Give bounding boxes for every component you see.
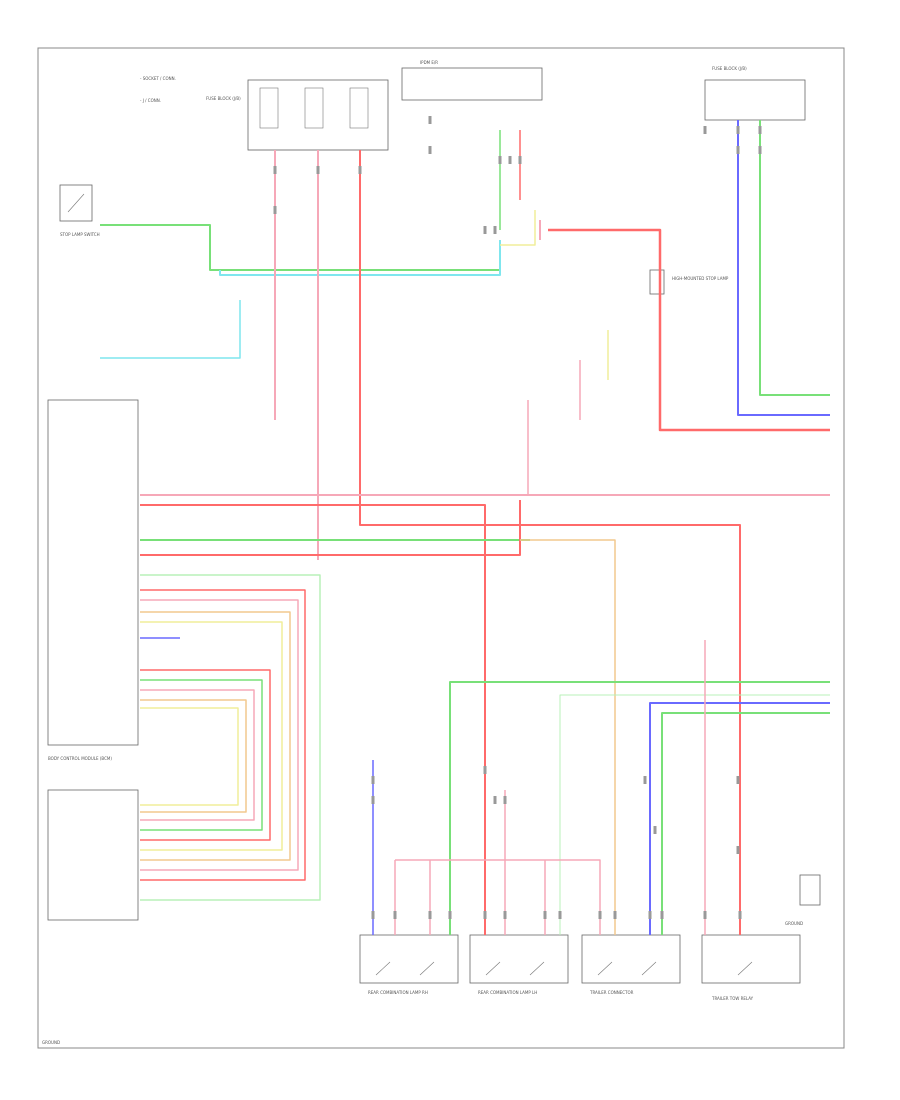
- connector-tick-1: [273, 206, 277, 214]
- wire-layer: [100, 120, 830, 935]
- connector-tick-15: [493, 226, 497, 234]
- fuse-top-right-label: FUSE BLOCK (J/B): [712, 66, 747, 71]
- wire-pink-18: [140, 599, 299, 871]
- connector-tick-26: [393, 911, 397, 919]
- trailer-connector-a-label: TRAILER CONNECTOR: [589, 990, 634, 995]
- connector-tick-38: [738, 911, 742, 919]
- trailer-tow-relay: TRAILER TOW RELAY: [701, 934, 801, 1001]
- connector-tick-14: [483, 226, 487, 234]
- ground-footer-label: GROUND: [42, 1040, 60, 1045]
- ground-right-label: GROUND: [785, 921, 803, 926]
- connector-tick-5: [428, 146, 432, 154]
- legend-line-1: - SOCKET / CONN.: [140, 76, 176, 81]
- ground-right: GROUND: [785, 874, 821, 926]
- connector-tick-9: [703, 126, 707, 134]
- connector-tick-29: [483, 911, 487, 919]
- connector-tick-13: [758, 146, 762, 154]
- connector-tick-16: [371, 776, 375, 784]
- wire-blue-28: [649, 702, 830, 935]
- connector-tick-28: [448, 911, 452, 919]
- connector-ticks: [273, 116, 762, 919]
- ipdm-label: IPDM E/R: [420, 60, 438, 65]
- high-mount-stop-lamp: HIGH-MOUNTED STOP LAMP: [649, 269, 729, 295]
- stop-lamp-switch: STOP LAMP SWITCH: [59, 184, 100, 237]
- right-rear-combo-label: REAR COMBINATION LAMP RH: [368, 990, 428, 995]
- connector-tick-4: [428, 116, 432, 124]
- connector-tick-24: [736, 846, 740, 854]
- diagram-frame: [37, 47, 845, 1049]
- ipdm-box: IPDM E/R: [401, 60, 543, 101]
- wire-red-14: [140, 500, 521, 556]
- connector-tick-34: [613, 911, 617, 919]
- wire-red-17: [140, 589, 306, 881]
- connector-tick-35: [648, 911, 652, 919]
- wire-orange-19: [140, 611, 291, 861]
- wire-lightgreen-16: [140, 574, 321, 901]
- right-rear-combo-lamp: REAR COMBINATION LAMP RH: [359, 934, 459, 995]
- high-mount-stop-label: HIGH-MOUNTED STOP LAMP: [672, 276, 729, 281]
- connector-tick-36: [660, 911, 664, 919]
- connector-tick-20: [503, 796, 507, 804]
- connector-tick-0: [273, 166, 277, 174]
- fuse-block-top-label: FUSE BLOCK (J/B): [206, 96, 241, 101]
- connector-tick-32: [558, 911, 562, 919]
- wire-red-21: [140, 669, 271, 841]
- wire-green-0: [100, 224, 500, 271]
- connector-tick-23: [653, 826, 657, 834]
- connector-tick-22: [736, 776, 740, 784]
- connector-tick-2: [316, 166, 320, 174]
- wire-red-4: [359, 150, 741, 935]
- connector-tick-31: [543, 911, 547, 919]
- stop-lamp-switch-label: STOP LAMP SWITCH: [60, 232, 100, 237]
- left-rear-combo-lamp: REAR COMBINATION LAMP LH: [469, 934, 569, 995]
- trailer-connector-a: TRAILER CONNECTOR: [581, 934, 681, 995]
- connector-tick-3: [358, 166, 362, 174]
- wire-green-22: [140, 679, 263, 831]
- connector-tick-7: [508, 156, 512, 164]
- connector-tick-37: [703, 911, 707, 919]
- connector-tick-8: [518, 156, 522, 164]
- wire-yellow-20: [140, 621, 283, 851]
- connector-tick-18: [483, 766, 487, 774]
- wire-yellow-25: [140, 707, 239, 806]
- left-rear-combo-label: REAR COMBINATION LAMP LH: [478, 990, 537, 995]
- connector-tick-27: [428, 911, 432, 919]
- wire-green-27: [449, 681, 830, 935]
- wire-green-9: [759, 120, 830, 396]
- fuse-block-top-right: FUSE BLOCK (J/B): [704, 66, 806, 121]
- bcm-label: BODY CONTROL MODULE (BCM): [48, 756, 112, 761]
- connector-tick-10: [736, 126, 740, 134]
- wire-yellow-10: [500, 210, 536, 246]
- wire-red-6: [548, 228, 830, 432]
- wire-pink-23: [140, 689, 255, 821]
- legend: - SOCKET / CONN. - J / CONN.: [140, 76, 176, 103]
- connector-tick-21: [643, 776, 647, 784]
- connector-tick-12: [736, 146, 740, 154]
- bcm-box: BODY CONTROL MODULE (BCM): [47, 399, 139, 921]
- connector-tick-11: [758, 126, 762, 134]
- wire-orange-24: [140, 699, 247, 813]
- fuse-block-top: FUSE BLOCK (J/B): [206, 79, 389, 151]
- wire-orange-15: [520, 539, 616, 935]
- wire-green-29: [661, 712, 830, 935]
- connector-tick-17: [371, 796, 375, 804]
- connector-tick-33: [598, 911, 602, 919]
- wire-pink-34: [395, 859, 601, 935]
- trailer-tow-relay-label: TRAILER TOW RELAY: [711, 996, 754, 1001]
- connector-tick-19: [493, 796, 497, 804]
- connector-tick-25: [371, 911, 375, 919]
- wire-red-12: [140, 504, 486, 935]
- wire-lightgreen-30: [559, 694, 830, 935]
- wire-blue-8: [737, 120, 830, 416]
- wire-cyan-2: [100, 300, 241, 359]
- connector-tick-6: [498, 156, 502, 164]
- legend-line-2: - J / CONN.: [140, 98, 161, 103]
- connector-tick-30: [503, 911, 507, 919]
